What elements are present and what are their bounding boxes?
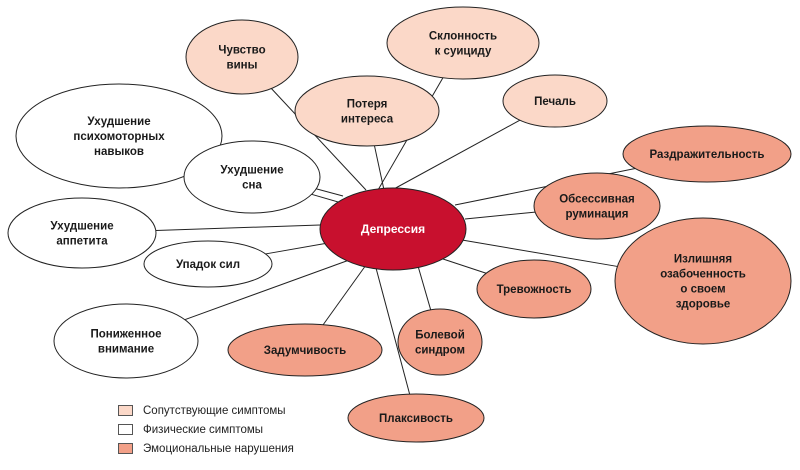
node-label-sleep: Ухудшение [220, 165, 283, 177]
legend-swatch-emotional [118, 443, 133, 454]
node-label-attention: внимание [98, 344, 154, 356]
node-shape-rumination [533, 172, 661, 240]
node-psychomotor: Ухудшение психомоторных навыков [15, 83, 223, 189]
node-fatigue: Упадок сил [143, 240, 273, 288]
connector-appetite [155, 224, 321, 232]
node-shape-irritability [622, 125, 792, 183]
node-shape-sadness [502, 74, 608, 128]
connector-fatigue [265, 242, 329, 255]
node-label-health-concern: здоровье [676, 299, 731, 311]
connector-guilt [271, 88, 367, 191]
connector-attention [184, 258, 353, 321]
node-label-pensiveness: Задумчивость [264, 345, 346, 357]
legend-item-physical: Физические симптомы [118, 420, 294, 439]
node-anxiety: Тревожность [476, 259, 592, 319]
node-label-health-concern: озабоченность [660, 269, 746, 281]
node-shape-interest-loss [294, 75, 440, 147]
node-label-rumination: Обсессивная [559, 194, 635, 206]
center-label: Депрессия [361, 222, 425, 236]
node-shape-fatigue [143, 240, 273, 288]
node-shape-health-concern [614, 217, 792, 345]
node-tearfulness: Плаксивость [347, 393, 485, 443]
node-label-rumination: руминация [566, 209, 629, 221]
node-interest-loss: Потеря интереса [294, 75, 440, 147]
node-pain: Болевой синдром [397, 308, 483, 376]
node-label-suicide: Склонность [429, 31, 497, 43]
legend-item-accompanying: Сопутствующие симптомы [118, 401, 294, 420]
connector-rumination [464, 211, 536, 220]
node-label-suicide: к суициду [435, 46, 492, 58]
center-shape [319, 187, 467, 271]
node-label-attention: Пониженное [90, 329, 161, 341]
connector-pain [417, 265, 432, 310]
node-pensiveness: Задумчивость [227, 323, 383, 377]
legend-label-emotional: Эмоциональные нарушения [143, 442, 294, 455]
node-label-guilt: Чувство [218, 45, 265, 57]
node-sadness: Печаль [502, 74, 608, 128]
node-label-pain: Болевой [415, 330, 465, 342]
node-label-sleep: сна [242, 180, 262, 192]
node-shape-pensiveness [227, 323, 383, 377]
node-appetite: Ухудшение аппетита [7, 197, 157, 269]
connector-anxiety [439, 257, 487, 274]
node-label-sadness: Печаль [534, 96, 576, 108]
node-label-irritability: Раздражительность [649, 149, 764, 161]
node-label-psychomotor: Ухудшение [87, 116, 150, 128]
node-label-interest-loss: интереса [341, 114, 394, 126]
node-shape-sleep [183, 140, 321, 214]
node-shape-appetite [7, 197, 157, 269]
node-shape-tearfulness [347, 393, 485, 443]
node-attention: Пониженное внимание [53, 303, 199, 379]
node-sleep: Ухудшение сна [183, 140, 321, 214]
connector-pensiveness [322, 264, 367, 326]
node-shape-pain [397, 308, 483, 376]
node-guilt: Чувство вины [185, 19, 299, 95]
node-label-health-concern: о своем [680, 284, 725, 296]
node-suicide: Склонность к суициду [386, 6, 540, 80]
node-label-appetite: Ухудшение [50, 221, 113, 233]
node-label-psychomotor: психомоторных [73, 131, 165, 143]
node-label-fatigue: Упадок сил [176, 259, 240, 271]
connector-health-concern [461, 239, 618, 267]
node-rumination: Обсессивная руминация [533, 172, 661, 240]
node-label-guilt: вины [227, 60, 258, 72]
legend-label-accompanying: Сопутствующие симптомы [143, 404, 286, 417]
center-node: Депрессия [319, 187, 467, 271]
node-label-tearfulness: Плаксивость [379, 413, 453, 425]
node-health-concern: Излишняя озабоченность о своем здоровье [614, 217, 792, 345]
node-label-pain: синдром [415, 345, 465, 357]
legend-item-emotional: Эмоциональные нарушения [118, 439, 294, 458]
node-label-health-concern: Излишняя [674, 254, 732, 266]
node-label-interest-loss: Потеря [347, 99, 388, 111]
node-shape-anxiety [476, 259, 592, 319]
node-shape-suicide [386, 6, 540, 80]
node-shape-attention [53, 303, 199, 379]
legend-swatch-physical [118, 424, 133, 435]
legend-label-physical: Физические симптомы [143, 423, 264, 436]
connector-tearfulness [375, 267, 411, 395]
node-shape-psychomotor [15, 83, 223, 189]
connector-interest-loss [374, 145, 385, 191]
connector-sadness [391, 119, 521, 191]
node-label-appetite: аппетита [56, 236, 108, 248]
node-irritability: Раздражительность [622, 125, 792, 183]
node-label-psychomotor: навыков [94, 146, 144, 158]
node-shape-guilt [185, 19, 299, 95]
legend-swatch-accompanying [118, 405, 133, 416]
node-label-anxiety: Тревожность [497, 284, 572, 296]
legend: Сопутствующие симптомы Физические симпто… [118, 401, 294, 458]
